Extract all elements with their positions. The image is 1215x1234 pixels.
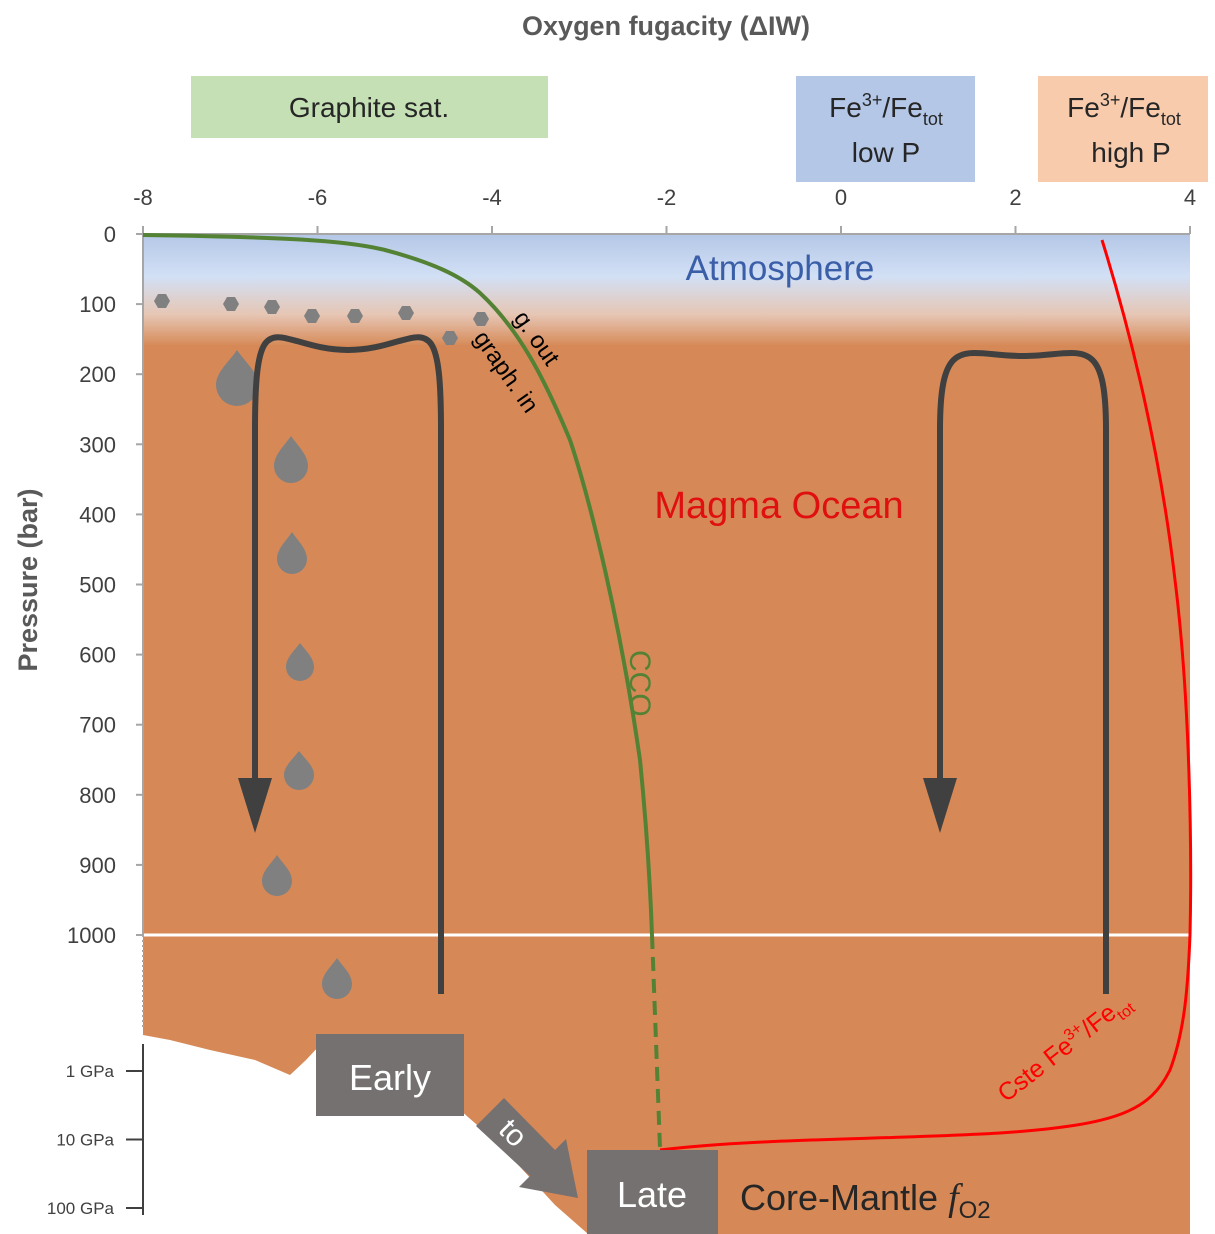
bubble — [264, 300, 280, 314]
core-mantle-fo2-label: Core-Mantle fO2 — [740, 1177, 991, 1224]
atmosphere-label: Atmosphere — [686, 249, 875, 288]
deep-magma-region — [143, 935, 1190, 1234]
atmosphere-region — [143, 234, 1190, 346]
cste-fe-curve — [659, 239, 1193, 1152]
convection-arrow-left — [238, 334, 444, 994]
cco-label: CCO — [623, 650, 656, 717]
y-axis-ticks: 0 100 200 300 400 500 600 700 800 900 1000 1 GPa 10 … — [47, 222, 143, 1218]
early-box-fill — [316, 1034, 464, 1116]
y-tick-label: 400 — [79, 502, 116, 527]
magma-ocean-region — [143, 345, 1190, 935]
droplet — [262, 855, 292, 896]
droplet — [216, 350, 258, 406]
x-axis-ticks: -8 -6 -4 -2 0 2 4 — [133, 185, 1196, 234]
bubble — [223, 297, 239, 311]
x-tick-label: -8 — [133, 185, 153, 210]
x-tick-label: 2 — [1009, 185, 1021, 210]
convection-path-left — [252, 334, 444, 994]
bubble — [154, 294, 170, 308]
y-axis-label: Pressure (bar) — [13, 488, 43, 671]
droplet — [274, 436, 308, 483]
cco-curve-dashed — [650, 934, 662, 1149]
y-tick-label-gpa: 10 GPa — [56, 1131, 114, 1150]
fe-high-p-box: Fe3+/Fetot high P — [1038, 76, 1208, 182]
graphite-sat-label: Graphite sat. — [289, 92, 449, 123]
metal-droplets — [216, 350, 352, 999]
bubble — [398, 306, 414, 320]
x-tick-label: -4 — [482, 185, 502, 210]
arrowhead-right — [923, 778, 957, 833]
convection-path-right — [937, 349, 1109, 994]
fe-high-p-fill — [1038, 76, 1208, 182]
droplet — [284, 751, 314, 790]
y-tick-label: 900 — [79, 853, 116, 878]
fe-low-p-line2: low P — [852, 137, 920, 168]
early-label: Early — [349, 1057, 431, 1098]
y-tick-label: 100 — [79, 292, 116, 317]
figure-title: Oxygen fugacity (ΔIW) — [522, 11, 810, 41]
x-tick-label: 4 — [1184, 185, 1196, 210]
y-tick-label: 700 — [79, 713, 116, 738]
y-tick-label: 0 — [104, 222, 116, 247]
droplet — [286, 643, 314, 681]
fe-low-p-box: Fe3+/Fetot low P — [796, 76, 975, 182]
magma-ocean-label: Magma Ocean — [654, 485, 903, 527]
x-tick-label: -6 — [308, 185, 328, 210]
fe-high-p-line2: high P — [1091, 137, 1170, 168]
bubble — [442, 331, 458, 345]
y-tick-label: 600 — [79, 643, 116, 668]
x-tick-label: 0 — [835, 185, 847, 210]
droplet — [322, 958, 352, 999]
arrowhead-left — [238, 778, 272, 833]
bubble — [347, 309, 363, 323]
cco-curve — [142, 233, 654, 936]
late-box: Late — [587, 1150, 718, 1234]
late-label: Late — [617, 1174, 687, 1215]
y-tick-label-gpa: 100 GPa — [47, 1199, 115, 1218]
fe-low-p-line1: Fe3+/Fetot — [829, 90, 943, 129]
fe-high-p-line1: Fe3+/Fetot — [1067, 90, 1181, 129]
early-box: Early — [316, 1034, 464, 1116]
y-tick-label: 800 — [79, 783, 116, 808]
y-tick-label: 300 — [79, 432, 116, 457]
to-arrow-shape — [476, 1098, 578, 1198]
fe-low-p-fill — [796, 76, 975, 182]
y-tick-label: 500 — [79, 573, 116, 598]
graphite-sat-fill — [191, 76, 548, 138]
late-box-fill — [587, 1150, 718, 1234]
convection-arrow-right — [923, 349, 1109, 994]
y-tick-label: 1000 — [67, 923, 116, 948]
y-tick-label: 200 — [79, 362, 116, 387]
bubble — [304, 309, 320, 323]
droplet — [277, 532, 307, 574]
bubble — [473, 312, 489, 326]
y-tick-label-gpa: 1 GPa — [66, 1062, 115, 1081]
plot-area — [143, 234, 1190, 1234]
graphite-sat-box: Graphite sat. — [191, 76, 548, 138]
x-tick-label: -2 — [657, 185, 677, 210]
graphite-bubbles — [154, 294, 489, 345]
